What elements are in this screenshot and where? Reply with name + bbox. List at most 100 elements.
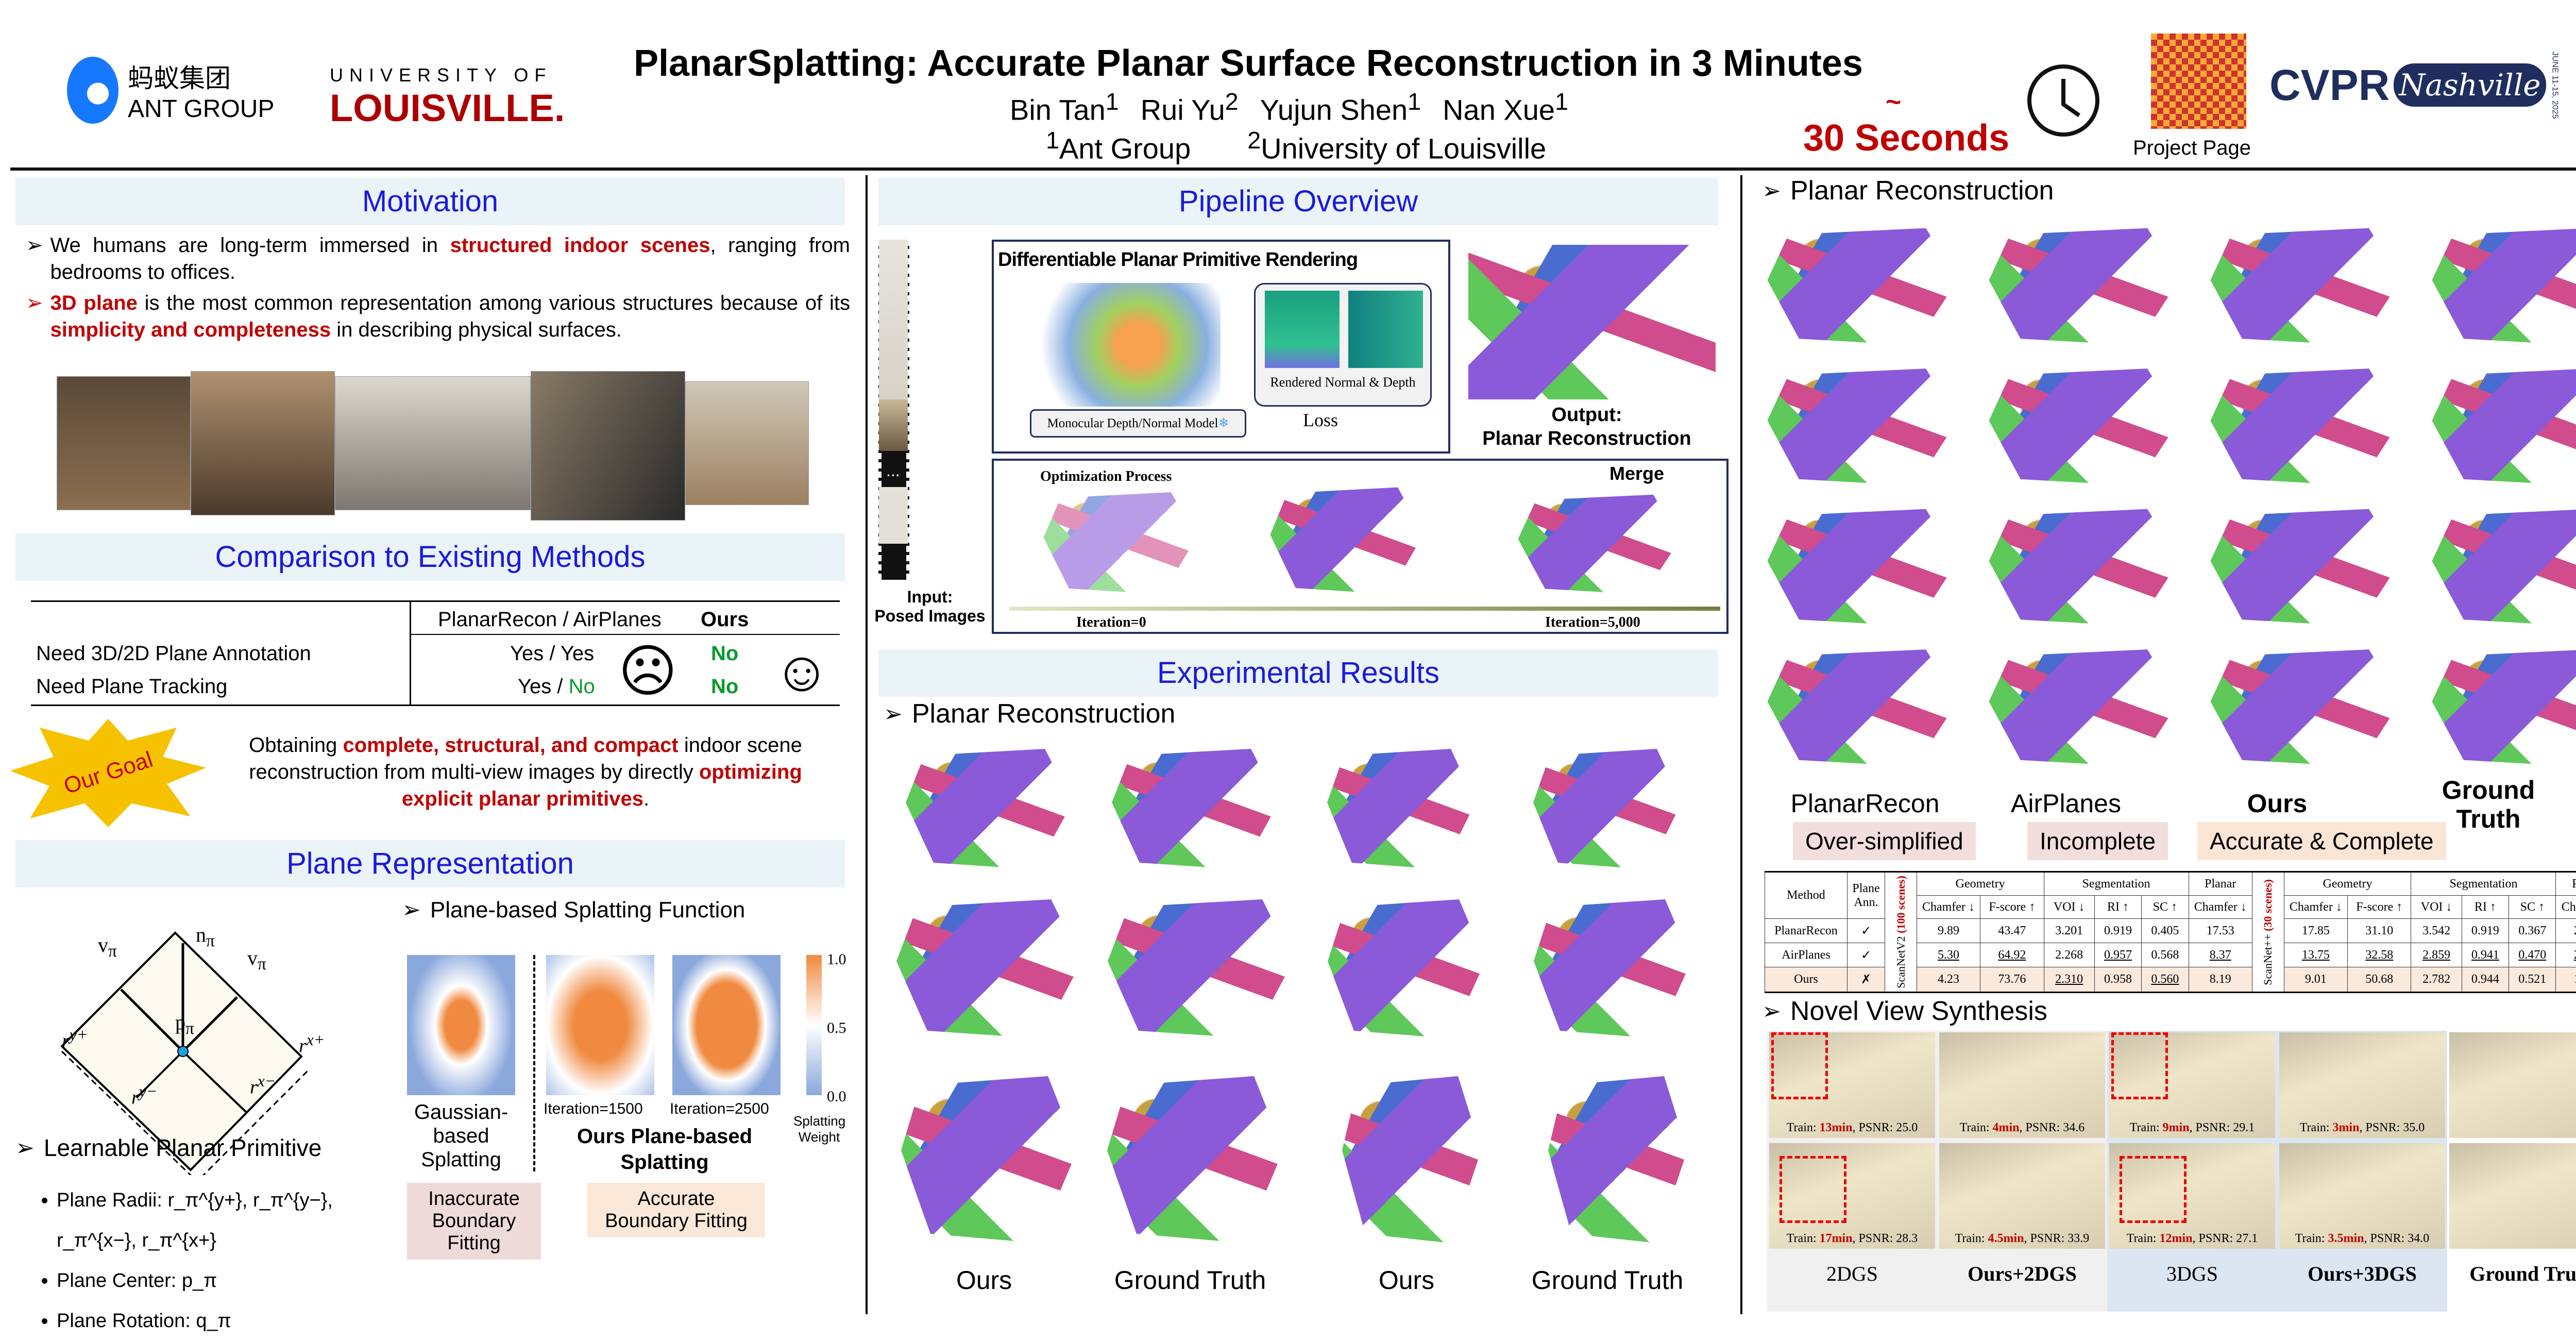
output-label: Output:Planar Reconstruction [1458,403,1716,450]
loss-label: Loss [1303,409,1338,431]
nvs-image-3dgs-2: Train: 12min, PSNR: 27.1 [2109,1143,2275,1249]
exp-ours-2 [1319,742,1484,876]
column-divider [866,175,868,1314]
nvs-caption: Train: 4.5min, PSNR: 33.9 [1939,1232,2105,1246]
goal-text: Obtaining complete, structural, and comp… [216,732,835,812]
goal-badge: Our Goal [10,719,206,827]
column-divider [1740,175,1742,1314]
nvs-image-ours-3dgs-2: Train: 3.5min, PSNR: 34.0 [2279,1143,2445,1249]
input-label: Input:Posed Images [871,588,989,626]
output-reconstruction [1468,245,1716,399]
exp-ours-5 [891,1067,1087,1252]
splat-subheading: ➢Plane-based Splatting Function [402,897,745,923]
exp-gt-1 [1103,742,1288,876]
happy-face-icon: ☺ [773,643,831,700]
optimization-box: Optimization Process Iteration=0 Iterati… [992,459,1728,634]
recon-planarrecon-scene-4 [1757,643,1968,774]
colorbar [806,955,822,1095]
qr-code[interactable] [2151,33,2246,129]
input-image-last [879,487,908,544]
poster-title: PlanarSplatting: Accurate Planar Surface… [634,42,1863,85]
radius-yminus-label: ry− [131,1082,157,1109]
exp-gt-5 [1097,1067,1293,1252]
artifact-highlight-box [1780,1156,1846,1223]
recon-ours-scene-4 [2200,643,2411,774]
input-image-selected [879,399,908,451]
exp-ours-1 [896,742,1082,876]
sad-face-icon: ☹ [618,643,677,700]
comparison-header: Comparison to Existing Methods [15,533,845,581]
accurate-boundary-tag: Accurate Boundary Fitting [587,1183,765,1237]
inaccurate-boundary-tag: Inaccurate Boundary Fitting [407,1183,541,1260]
nvs-image-ground-truth-1 [2449,1032,2576,1138]
exp-gt-3 [1097,892,1303,1046]
nvs-image-ours-2dgs-1: Train: 4min, PSNR: 34.6 [1939,1032,2105,1138]
camera-frustum-graphic [1014,283,1221,407]
recon-ground-truth-scene-1 [2421,222,2576,352]
ellipsis: ... [886,461,900,480]
comparison-table: PlanarRecon / AirPlanes Ours Need 3D/2D … [31,600,840,706]
nvs-image-2dgs-2: Train: 17min, PSNR: 28.3 [1769,1143,1935,1249]
primitive-list: Plane Radii: r_π^{y+}, r_π^{y−}, r_π^{x−… [36,1180,386,1341]
tag-accurate-complete: Accurate & Complete [2197,822,2446,860]
plane-rep-header: Plane Representation [15,840,845,887]
primitive-subheading: ➢Learnable Planar Primitive [15,1134,321,1162]
iter2500-label: Iteration=2500 [670,1100,769,1118]
header-divider [10,167,2576,171]
experiments-header: Experimental Results [878,649,1718,697]
recon-airplanes-scene-4 [1978,643,2190,774]
nvs-subheading: ➢Novel View Synthesis [1762,996,2047,1027]
nvs-image-3dgs-1: Train: 9min, PSNR: 29.1 [2109,1032,2275,1138]
cvpr-logo: CVPR Nashville JUNE 11-15, 2025 [2269,52,2576,119]
time-highlight: 30 Seconds [1803,118,2009,159]
recon-comparison-grid [1757,222,2576,773]
exp-label-gt: Ground Truth [1525,1265,1690,1295]
nvs-image-ours-2dgs-2: Train: 4.5min, PSNR: 33.9 [1939,1143,2105,1249]
ours-splat-label: Ours Plane-based Splatting [556,1124,773,1175]
nvs-image-2dgs-1: Train: 13min, PSNR: 25.0 [1769,1032,1935,1138]
exp-ours-4 [1319,892,1494,1046]
artifact-highlight-box [2120,1156,2187,1223]
gaussian-label: Gaussian-based Splatting [407,1100,515,1171]
ant-logo-icon [67,57,118,124]
recon-planarrecon-scene-3 [1757,502,1968,633]
nvs-caption: Train: 13min, PSNR: 25.0 [1769,1121,1935,1135]
nvs-column-label: 3DGS [2109,1262,2275,1286]
tilde: ~ [1886,89,1901,115]
louisville-logo: UNIVERSITY OF LOUISVILLE. [330,64,565,130]
affiliations: 1Ant Group 2University of Louisville [1046,126,1546,165]
clock-icon [2027,64,2099,137]
exp-label-ours: Ours [907,1265,1061,1295]
plane-splat-map-1500 [546,955,654,1095]
exp-label-ours: Ours [1329,1265,1484,1295]
primitives-final [1509,489,1689,600]
authors: Bin Tan1 Rui Yu2 Yujun Shen1 Nan Xue1 [1010,88,1568,127]
nvs-column-label: Ours+3DGS [2279,1262,2445,1286]
method-label-airplanes: AirPlanes [1989,789,2143,818]
primitives-iter0 [1035,487,1205,600]
exp-gt-2 [1525,742,1690,876]
exp-gt-4 [1525,892,1700,1046]
pipeline-header: Pipeline Overview [878,178,1718,225]
recon-airplanes-scene-2 [1978,362,2190,493]
vx-label: vπ [247,946,266,974]
indoor-photo-office [335,376,531,510]
nvs-column-label: 2DGS [1769,1262,1935,1286]
center-label: pπ [175,1010,194,1038]
divider-dashed [533,955,535,1171]
plane-splat-map-2500 [672,955,781,1095]
primitives-mid [1262,481,1432,600]
mono-model-box: Monocular Depth/Normal Model❄ [1030,409,1246,438]
exp-label-gt: Ground Truth [1108,1265,1273,1295]
exp-ours-6 [1334,1067,1489,1252]
nvs-grid: Train: 13min, PSNR: 25.0 Train: 4min, PSN… [1769,1032,2576,1311]
recon-airplanes-scene-1 [1978,222,2190,352]
input-image-stack [879,240,908,399]
nvs-caption: Train: 9min, PSNR: 29.1 [2109,1121,2275,1135]
right-recon-subheading: ➢Planar Reconstruction [1762,175,2054,206]
tag-incomplete: Incomplete [2027,822,2168,860]
qr-label: Project Page [2133,137,2251,160]
indoor-photo-kitchen [191,371,335,515]
radius-yplus-label: ry+ [62,1026,88,1052]
